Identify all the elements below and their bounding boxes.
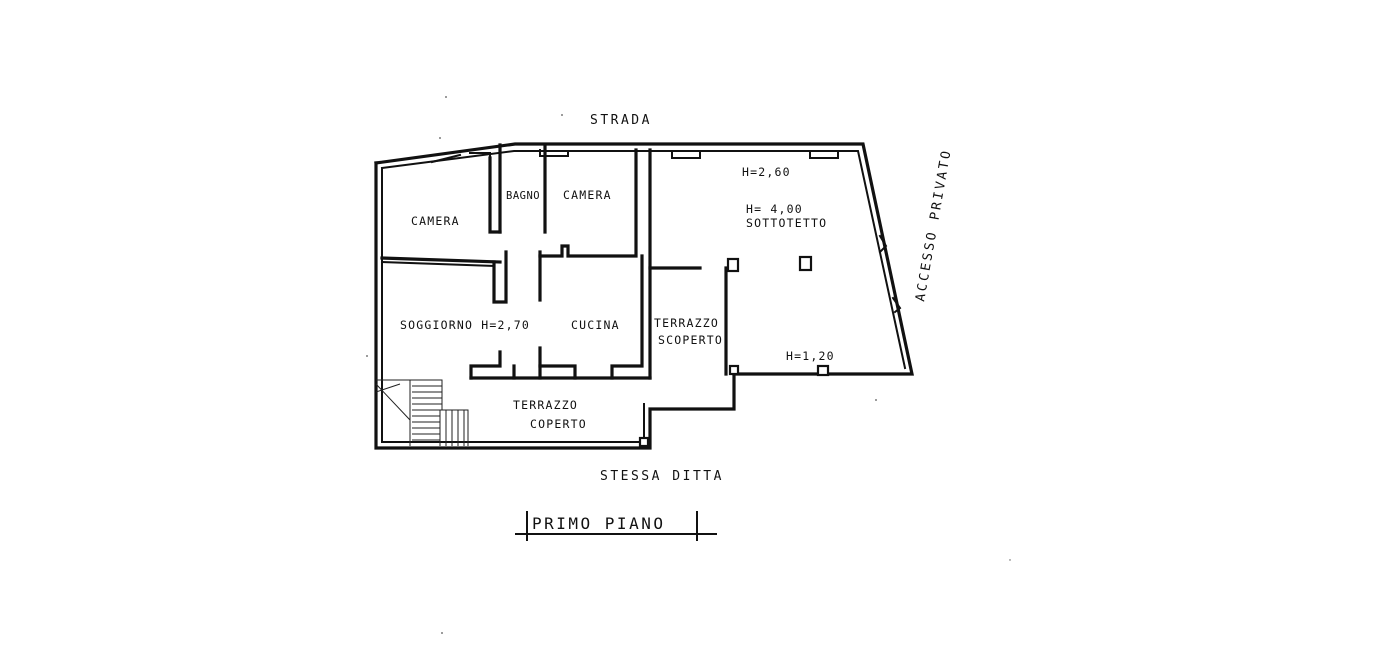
outer-walls	[374, 142, 914, 450]
sottotetto-height-bottom: H=1,20	[786, 349, 835, 363]
room-terrazzo-coperto-line2: COPERTO	[530, 417, 587, 431]
pillars	[638, 255, 830, 448]
sottotetto-height-mid: H= 4,00	[746, 202, 803, 216]
title-block: PRIMO PIANO	[515, 511, 717, 541]
room-cucina: CUCINA	[571, 318, 620, 332]
label-south: STESSA DITTA	[600, 469, 724, 484]
room-camera-right: CAMERA	[563, 188, 612, 202]
staircase	[375, 379, 469, 446]
room-camera-left: CAMERA	[411, 214, 460, 228]
room-terrazzo-scoperto-line1: TERRAZZO	[654, 316, 719, 330]
room-terrazzo-coperto-line1: TERRAZZO	[513, 398, 578, 412]
label-east: ACCESSO PRIVATO	[913, 148, 955, 303]
label-north: STRADA	[590, 113, 652, 128]
room-soggiorno: SOGGIORNO H=2,70	[400, 318, 530, 332]
sottotetto-height-top: H=2,60	[742, 165, 791, 179]
interior-walls	[380, 143, 902, 380]
room-bagno: BAGNO	[506, 190, 540, 202]
scan-specks	[366, 96, 1011, 634]
room-terrazzo-scoperto-line2: SCOPERTO	[658, 333, 723, 347]
sottotetto-name: SOTTOTETTO	[746, 216, 827, 230]
plan-title: PRIMO PIANO	[532, 514, 665, 533]
